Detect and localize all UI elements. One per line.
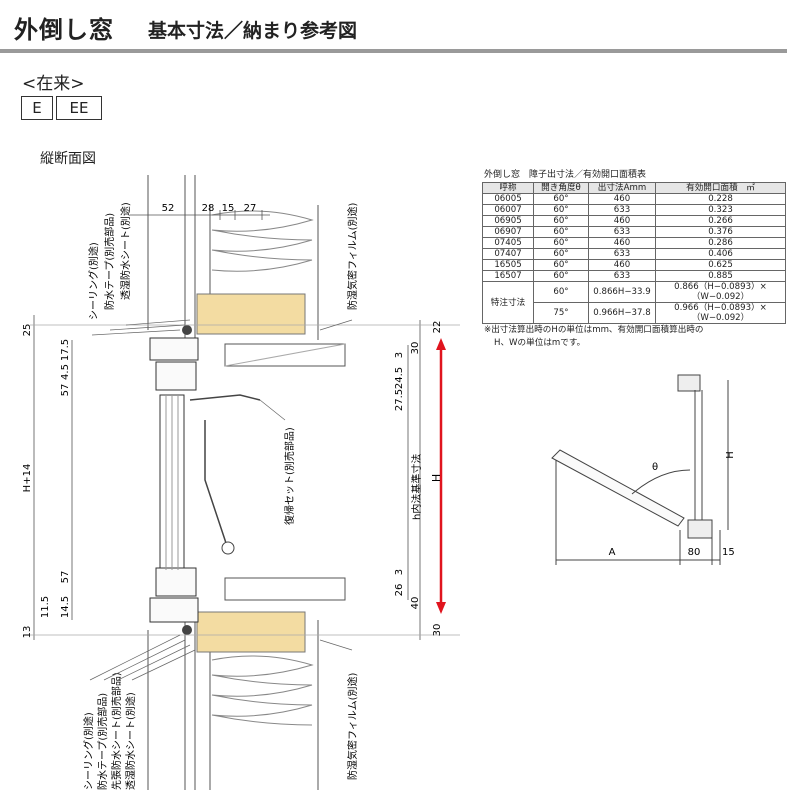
insulation-bottom (211, 655, 314, 726)
small-sill (687, 519, 713, 539)
table-row-special: 75° 0.966H−37.8 0.966（H−0.0893）×（W−0.092… (483, 302, 786, 324)
leader-line (319, 319, 353, 331)
dim-label: 11.5 (40, 596, 51, 618)
callout-bottom-right: 防湿気密フィルム(別途) (346, 672, 359, 780)
dim-label: 57 (60, 384, 71, 397)
leader-line (91, 329, 181, 336)
callout-top: シーリング(別途) (87, 242, 100, 320)
small-h-label: H (725, 451, 736, 459)
small-a-label: A (609, 547, 616, 558)
wood-block-bottom (196, 611, 306, 653)
special-label: 特注寸法 (482, 281, 534, 324)
leader-line (131, 649, 196, 681)
dim-label-h: H (430, 474, 443, 482)
dim-label: 40 (410, 597, 421, 610)
gasket-top (182, 325, 192, 335)
dim-label: 3 (394, 569, 405, 575)
small-15-label: 15 (722, 547, 735, 558)
cell: 0.966（H−0.0893）×（W−0.092） (655, 302, 786, 324)
callout-bottom: 防水テープ(別売部品) (96, 693, 109, 790)
arrow-head-bottom (436, 602, 446, 614)
gasket-bottom (182, 625, 192, 635)
theta-label: θ (652, 462, 658, 473)
small-sash-open (551, 449, 685, 527)
dim-label: 24.5 (394, 367, 405, 389)
dim-label: 30 (432, 624, 443, 637)
title-rule (0, 49, 787, 53)
opening-diagram (551, 374, 729, 565)
tag-e: E (21, 96, 53, 120)
leader-line (89, 634, 181, 681)
dim-label: 22 (432, 321, 443, 334)
callout-bottom: シーリング(別途) (82, 712, 95, 790)
sill-board-bottom (224, 577, 346, 601)
table-title: 外倒し窓 障子出寸法／有効開口面積表 (484, 170, 647, 180)
hatch (224, 343, 346, 367)
callout-bottom: 透湿防水シート(別途) (124, 692, 137, 790)
sill-frame (149, 597, 199, 623)
dim-label: 30 (410, 342, 421, 355)
dim-label: 25 (22, 324, 33, 337)
head-frame (149, 337, 199, 361)
page-subtitle: 基本寸法／納まり参考図 (148, 20, 358, 42)
cell: 75° (533, 302, 589, 324)
type-label: <在来> (22, 74, 85, 94)
dim-label: 13 (22, 626, 33, 639)
dim-label: 57 (60, 571, 71, 584)
leader-line (259, 399, 286, 421)
callout-inner: h内法基準寸法 (410, 454, 423, 520)
callout-top: 透湿防水シート(別途) (119, 202, 132, 300)
dim-label: 27 (244, 203, 257, 214)
arrow-head-top (436, 338, 446, 350)
dim-label: 14.5 (60, 596, 71, 618)
note-line-1: ※出寸法算出時のHの単位はmm、有効開口面積算出時の (484, 325, 704, 335)
note-line-2: H、Wの単位はmです。 (494, 338, 586, 348)
callout-top: 防水テープ(別売部品) (103, 213, 116, 310)
leader-line (319, 639, 353, 651)
callout-bottom: 先張防水シート(別売部品) (110, 672, 123, 790)
dim-label: H+14 (22, 464, 33, 493)
dim-label: 4.5 (60, 364, 71, 380)
leader-line (103, 639, 186, 681)
small-80-label: 80 (688, 547, 701, 558)
small-head (677, 374, 701, 392)
dim-label: 15 (222, 203, 235, 214)
sash-top-rail (155, 361, 197, 391)
dim-label: 17.5 (60, 339, 71, 361)
dim-label: 3 (394, 352, 405, 358)
insulation-top (211, 210, 314, 272)
leader-line (117, 644, 191, 681)
cell: 0.966H−37.8 (588, 302, 656, 324)
callout-top-right: 防湿気密フィルム(別途) (346, 202, 359, 310)
tag-ee: EE (56, 96, 102, 120)
stay-arm (189, 394, 261, 551)
wood-block-top (196, 293, 306, 335)
dim-label: 52 (162, 203, 175, 214)
leader-line (109, 324, 186, 331)
sash-bottom-rail (155, 567, 197, 597)
dim-label: 27.5 (394, 389, 405, 411)
section-title: 縦断面図 (40, 151, 96, 167)
leader-line (125, 319, 191, 326)
theta-arc (631, 469, 691, 495)
dim-label: 28 (202, 203, 215, 214)
dim-label: 26 (394, 584, 405, 597)
callout-stay: 復帰セット(別売部品) (283, 427, 296, 525)
page-title: 外倒し窓 (14, 16, 114, 44)
stay-pivot (221, 541, 235, 555)
